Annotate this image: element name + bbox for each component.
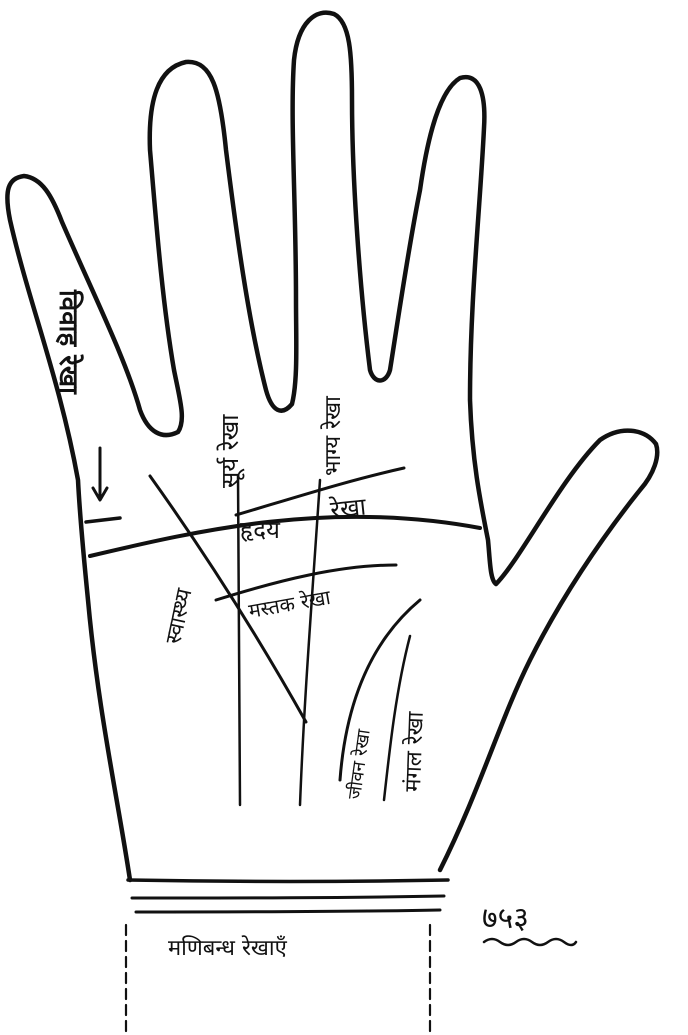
marriage-line-label: विवाह रेखा [53,289,84,395]
marriage-line-tick [86,518,120,522]
wrist-line-3 [136,910,440,912]
figure-number: ७५३ [482,901,529,936]
bracelet-label: मणिबन्ध रेखाएँ [168,935,288,961]
wrist-line-2 [132,896,444,898]
figure-number-squiggle [484,939,576,945]
health-line-label: स्वास्थ्य [161,585,197,646]
fate-line [300,480,320,805]
heart-line-word: हृदय [240,516,281,544]
mars-line-label: मंगल रेखा [400,711,429,792]
life-line-label: जीवन रेखा [343,728,375,801]
head-line-label: मस्तक रेखा [247,585,333,623]
heart-line [90,517,480,556]
sun-line-label: सूर्य रेखा [216,414,245,488]
fate-line-label: भाग्य रेखा [320,396,346,476]
marriage-line-arrow [93,448,107,500]
heart-line-rekha: रेखा [327,492,368,524]
wrist-line-1 [128,880,448,882]
